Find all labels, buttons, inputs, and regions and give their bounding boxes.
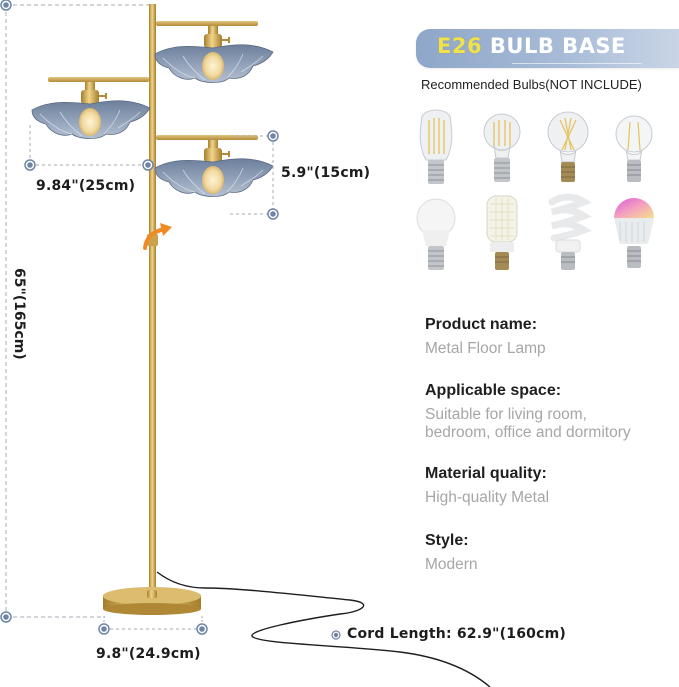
- base-width-label: 9.8"(24.9cm): [96, 646, 201, 662]
- spec-material-quality: Material quality: High-quality Metal: [425, 464, 549, 507]
- spec-value-line-1: Suitable for living room,: [425, 406, 587, 423]
- spec-title: Product name:: [425, 316, 538, 333]
- recommended-bulbs-heading: Recommended Bulbs(NOT INCLUDE): [421, 77, 642, 92]
- spec-value-line-2: bedroom, office and dormitory: [425, 424, 631, 441]
- bulbs-illustrations: [416, 109, 654, 270]
- bulb-base-banner: E26 BULB BASE: [416, 29, 679, 68]
- spec-value: High-quality Metal: [425, 489, 550, 506]
- spec-applicable-space: Applicable space: Suitable for living ro…: [425, 381, 631, 442]
- spec-style: Style: Modern: [425, 531, 478, 574]
- cord-length-label: Cord Length: 62.9"(160cm): [347, 626, 566, 642]
- spec-title: Applicable space:: [425, 382, 562, 399]
- banner-title: BULB BASE: [489, 34, 626, 58]
- spec-product-name: Product name: Metal Floor Lamp: [425, 315, 546, 358]
- banner-accent-text: E26: [437, 34, 483, 58]
- spec-value: Modern: [425, 556, 478, 573]
- spec-title: Style:: [425, 532, 469, 549]
- total-height-label: 65"(165cm): [11, 268, 27, 360]
- spec-value: Metal Floor Lamp: [425, 340, 546, 357]
- recommended-bulbs-grid: [408, 104, 672, 276]
- shade-height-label: 5.9"(15cm): [281, 165, 371, 181]
- shade-width-label: 9.84"(25cm): [36, 178, 136, 194]
- spec-title: Material quality:: [425, 465, 547, 482]
- banner-underline: [512, 63, 642, 64]
